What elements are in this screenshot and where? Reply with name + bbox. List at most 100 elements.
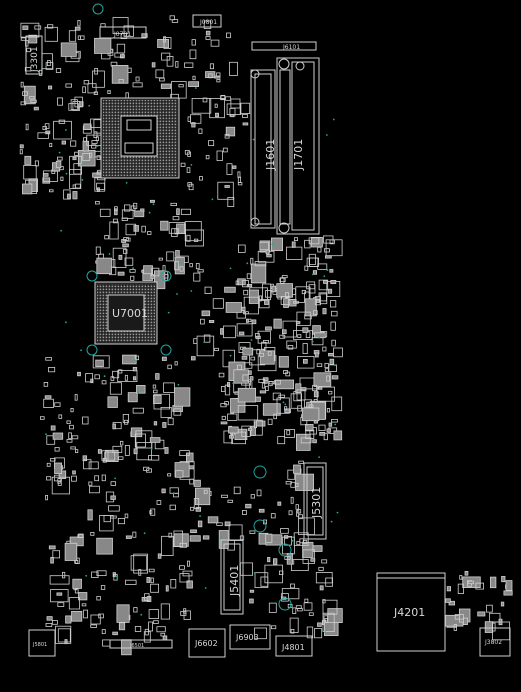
via [140, 613, 143, 616]
smd-component [174, 256, 185, 275]
smd-component [268, 602, 277, 613]
smd-component [448, 600, 455, 606]
smd-component [91, 140, 98, 144]
smd-component [43, 381, 49, 387]
smd-component [167, 473, 172, 477]
smd-component [161, 356, 167, 361]
smd-component [312, 439, 317, 444]
smd-component [265, 249, 270, 255]
smd-component [150, 508, 156, 516]
smd-component [175, 470, 184, 478]
smd-component [259, 299, 270, 309]
smd-component [112, 370, 120, 379]
smd-component [237, 387, 256, 403]
smd-component [90, 624, 97, 628]
smd-component [175, 61, 179, 68]
smd-component [162, 422, 167, 428]
smd-component [169, 504, 176, 511]
smd-component [304, 598, 309, 603]
smd-component [56, 592, 63, 596]
smd-component [253, 421, 257, 429]
smd-component [129, 269, 136, 273]
smd-component [58, 470, 67, 479]
smd-component [270, 513, 276, 519]
smd-component [44, 123, 50, 129]
via [332, 118, 335, 121]
smd-component [45, 357, 53, 361]
smd-component [267, 351, 272, 356]
connector-j0701: J0701 [99, 26, 147, 39]
smd-component [57, 628, 71, 643]
smd-component [263, 519, 267, 525]
via [58, 151, 61, 154]
smd-component [74, 151, 79, 156]
smd-component [179, 266, 184, 272]
smd-component [225, 96, 231, 101]
smd-component [224, 521, 231, 527]
smd-component [244, 362, 253, 369]
smd-component [475, 582, 484, 590]
smd-component [91, 571, 99, 578]
smd-component [193, 497, 200, 509]
connector-j6501: J6501 [109, 639, 173, 649]
smd-component [225, 302, 242, 313]
smd-component [83, 123, 92, 131]
smd-component [95, 359, 104, 368]
smd-component [236, 323, 253, 337]
smd-component [330, 310, 338, 317]
smd-component [212, 298, 224, 309]
j6602-label: J6602 [194, 639, 218, 648]
smd-component [45, 62, 54, 70]
smd-component [100, 585, 106, 590]
smd-component [122, 413, 129, 423]
smd-component [272, 558, 278, 565]
smd-component [224, 384, 231, 396]
smd-component [220, 95, 226, 100]
smd-component [243, 296, 259, 315]
smd-component [187, 151, 191, 157]
smd-component [467, 580, 474, 585]
smd-component [205, 71, 216, 78]
via [176, 293, 178, 295]
smd-component [20, 101, 27, 106]
via [178, 261, 181, 264]
smd-component [284, 556, 291, 560]
via [318, 336, 321, 339]
smd-component [264, 564, 283, 584]
smd-component [314, 352, 319, 358]
smd-component [312, 545, 323, 552]
smd-component [280, 528, 289, 534]
via [81, 179, 84, 181]
smd-component [57, 481, 62, 486]
smd-component [72, 156, 77, 161]
smd-component [117, 271, 125, 276]
smd-component [243, 289, 249, 296]
smd-component [170, 202, 177, 207]
smd-component [47, 24, 54, 29]
via [199, 515, 202, 517]
smd-component [65, 83, 73, 88]
cpu-bga-footprint [100, 97, 180, 179]
via [318, 456, 320, 458]
smd-component [203, 489, 208, 494]
smd-component [241, 306, 246, 311]
smd-component [318, 424, 326, 432]
smd-component [122, 354, 137, 365]
via [282, 401, 285, 404]
smd-component [171, 228, 178, 237]
via [334, 364, 336, 367]
smd-component [237, 364, 242, 370]
via [274, 538, 277, 541]
smd-component [313, 310, 318, 316]
smd-component [310, 558, 316, 562]
connector-j5801: J5801 [28, 629, 56, 657]
smd-component [297, 607, 303, 612]
smd-component [302, 540, 308, 545]
smd-component [180, 162, 186, 167]
smd-component [162, 635, 168, 641]
smd-component [74, 588, 79, 594]
smd-component [324, 618, 328, 624]
smd-component [50, 458, 56, 462]
smd-component [233, 486, 241, 495]
smd-component [223, 325, 236, 339]
